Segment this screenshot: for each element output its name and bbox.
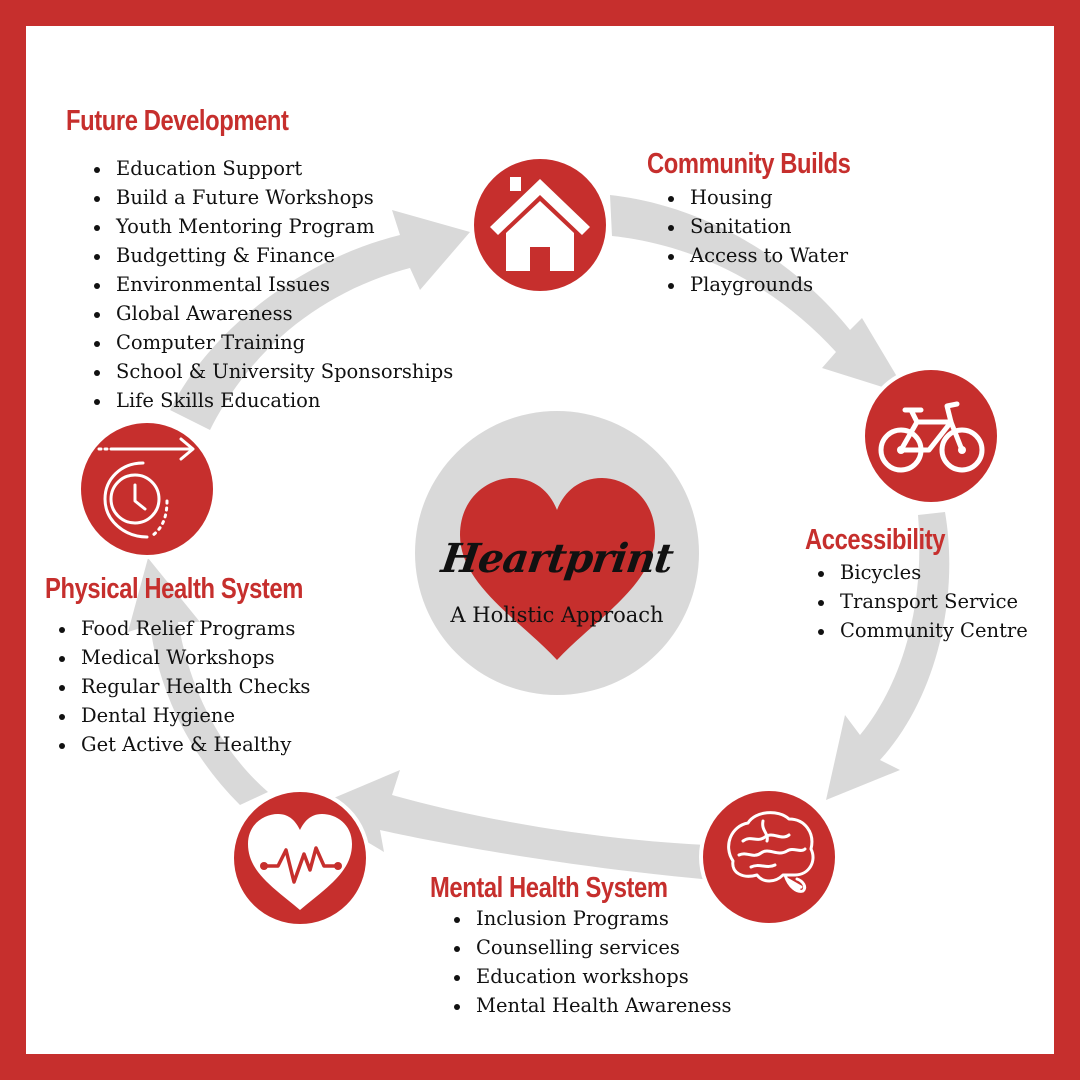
list-item: Mental Health Awareness bbox=[453, 991, 731, 1020]
list-item: Access to Water bbox=[667, 241, 848, 270]
list-item: Environmental Issues bbox=[93, 270, 453, 299]
list-item: School & University Sponsorships bbox=[93, 357, 453, 386]
list-item: Sanitation bbox=[667, 212, 848, 241]
list-item: Housing bbox=[667, 183, 848, 212]
clock-arrow-icon-circle bbox=[77, 419, 217, 559]
list-item: Medical Workshops bbox=[58, 643, 310, 672]
community-builds-list: Housing Sanitation Access to Water Playg… bbox=[666, 183, 848, 299]
bicycle-icon-circle bbox=[861, 366, 1001, 506]
list-item: Dental Hygiene bbox=[58, 701, 310, 730]
future-development-heading: Future Development bbox=[66, 105, 289, 137]
cycle-arrows bbox=[128, 195, 950, 880]
physical-health-list: Food Relief Programs Medical Workshops R… bbox=[57, 614, 310, 759]
list-item: Bicycles bbox=[818, 558, 1028, 587]
brain-icon-circle bbox=[699, 787, 839, 927]
mental-health-heading: Mental Health System bbox=[430, 872, 668, 904]
accessibility-heading: Accessibility bbox=[805, 524, 946, 556]
list-item: Education workshops bbox=[453, 962, 731, 991]
list-item: Counselling services bbox=[453, 933, 731, 962]
mental-health-list: Inclusion Programs Counselling services … bbox=[452, 904, 731, 1020]
center-title: Heartprint bbox=[438, 535, 676, 582]
list-item: Build a Future Workshops bbox=[93, 183, 453, 212]
list-item: Budgetting & Finance bbox=[93, 241, 453, 270]
house-icon-circle bbox=[470, 155, 610, 295]
heartbeat-icon bbox=[248, 814, 352, 910]
list-item: Computer Training bbox=[93, 328, 453, 357]
clock-arrow-icon bbox=[97, 437, 195, 539]
list-item: Life Skills Education bbox=[93, 386, 453, 415]
bicycle-icon bbox=[878, 401, 985, 473]
heartbeat-icon-circle bbox=[230, 788, 370, 928]
list-item: Playgrounds bbox=[667, 270, 848, 299]
list-item: Youth Mentoring Program bbox=[93, 212, 453, 241]
list-item: Transport Service bbox=[818, 587, 1028, 616]
list-item: Inclusion Programs bbox=[453, 904, 731, 933]
list-item: Food Relief Programs bbox=[58, 614, 310, 643]
center-subtitle: A Holistic Approach bbox=[450, 603, 664, 627]
infographic-canvas: Heartprint A Holistic Approach Future De… bbox=[26, 26, 1054, 1054]
list-item: Get Active & Healthy bbox=[58, 730, 310, 759]
list-item: Regular Health Checks bbox=[58, 672, 310, 701]
future-development-list: Education Support Build a Future Worksho… bbox=[92, 154, 453, 415]
brain-icon bbox=[727, 811, 815, 893]
heart-icon bbox=[460, 478, 655, 660]
physical-health-heading: Physical Health System bbox=[45, 573, 303, 605]
community-builds-heading: Community Builds bbox=[647, 148, 851, 180]
list-item: Education Support bbox=[93, 154, 453, 183]
list-item: Global Awareness bbox=[93, 299, 453, 328]
list-item: Community Centre bbox=[818, 616, 1028, 645]
house-icon bbox=[490, 177, 590, 271]
accessibility-list: Bicycles Transport Service Community Cen… bbox=[816, 558, 1028, 645]
